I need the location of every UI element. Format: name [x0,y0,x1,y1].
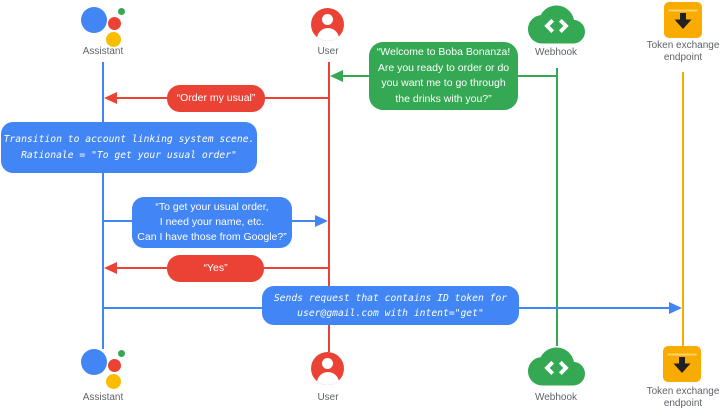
assistant-logo-red-dot [108,17,121,30]
assistant-logo-yellow-dot [106,32,121,47]
user-icon [311,352,344,385]
welcome-message-bubble: “Welcome to Boba Bonanza! Are you ready … [369,42,518,110]
token-endpoint-label-top: Token exchange endpoint [646,40,720,63]
webhook-icon [528,346,585,387]
order-message-bubble: “Order my usual” [167,85,265,112]
yes-arrowhead-icon [104,262,117,274]
user-icon-head [322,14,333,25]
token-endpoint-icon [663,346,701,382]
user-icon-body [316,28,339,41]
assistant-logo-blue-dot [81,7,107,33]
user-label-top: User [317,46,339,57]
assistant-logo-yellow-dot [106,374,121,389]
webhook-icon [528,4,585,45]
yes-message-bubble: “Yes” [167,255,264,282]
webhook-label-top: Webhook [534,47,578,58]
token-endpoint-icon [664,2,702,38]
assistant-lifeline [102,62,104,349]
assistant-icon [80,6,128,54]
ask-permission-bubble: “To get your usual order, I need your na… [132,197,292,248]
assistant-logo-green-dot [118,8,125,15]
order-arrowhead-icon [104,92,117,104]
welcome-arrowhead-icon [330,70,343,82]
token-endpoint-label-bottom: Token exchange endpoint [646,386,720,409]
assistant-icon [80,348,128,396]
token-endpoint-lifeline [682,72,684,346]
assistant-logo-blue-dot [81,349,107,375]
webhook-label-bottom: Webhook [534,392,578,403]
request-arrowhead-icon [669,302,682,314]
user-icon-head [322,358,333,369]
user-lifeline [328,62,330,352]
assistant-logo-green-dot [118,350,125,357]
request-message-bubble: Sends request that contains ID token for… [262,286,519,325]
webhook-lifeline [556,68,558,346]
user-label-bottom: User [317,392,339,403]
transition-note: Transition to account linking system sce… [1,122,257,173]
assistant-label-top: Assistant [82,46,124,57]
user-icon-body [316,372,339,385]
assistant-logo-red-dot [108,359,121,372]
assistant-label-bottom: Assistant [82,392,124,403]
user-icon [311,8,344,41]
ask-arrowhead-icon [315,215,328,227]
